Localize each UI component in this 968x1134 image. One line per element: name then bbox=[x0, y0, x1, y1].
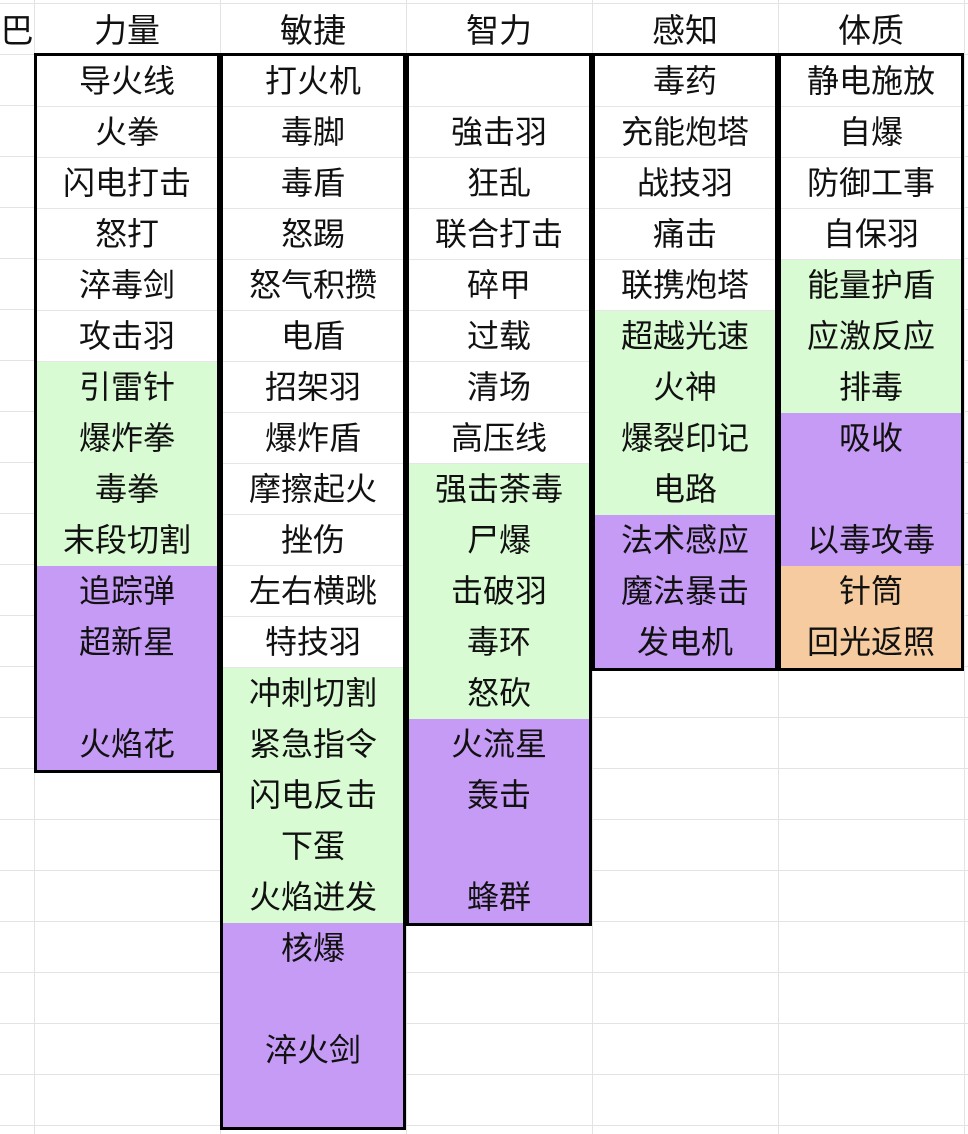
skill-cell[interactable]: 强击荼毒 bbox=[409, 464, 589, 515]
skill-cell[interactable]: 超新星 bbox=[37, 617, 217, 668]
skill-cell[interactable]: 爆炸盾 bbox=[223, 413, 403, 464]
column-block: 静电施放自爆防御工事自保羽能量护盾应激反应排毒吸收以毒攻毒针筒回光返照 bbox=[778, 53, 964, 671]
column-header[interactable]: 智力 bbox=[466, 11, 532, 50]
skill-cell[interactable]: 火流星 bbox=[409, 719, 589, 770]
skill-cell[interactable]: 下蛋 bbox=[223, 821, 403, 872]
skill-cell[interactable]: 追踪弹 bbox=[37, 566, 217, 617]
skill-cell[interactable]: 淬毒剑 bbox=[37, 260, 217, 311]
partial-header-cell[interactable]: 巴 bbox=[0, 11, 34, 50]
skill-cell[interactable]: 高压线 bbox=[409, 413, 589, 464]
skill-cell[interactable]: 排毒 bbox=[781, 362, 961, 413]
skill-cell[interactable]: 应激反应 bbox=[781, 311, 961, 362]
skill-cell[interactable]: 攻击羽 bbox=[37, 311, 217, 362]
skill-cell[interactable]: 左右横跳 bbox=[223, 566, 403, 617]
skill-cell[interactable]: 毒拳 bbox=[37, 464, 217, 515]
skill-cell[interactable]: 碎甲 bbox=[409, 260, 589, 311]
skill-cell[interactable]: 自爆 bbox=[781, 107, 961, 158]
skill-cell[interactable]: 闪电打击 bbox=[37, 158, 217, 209]
skill-cell[interactable]: 怒踢 bbox=[223, 209, 403, 260]
skill-cell[interactable] bbox=[223, 1076, 403, 1127]
skill-cell[interactable]: 核爆 bbox=[223, 923, 403, 974]
skill-cell[interactable]: 针筒 bbox=[781, 566, 961, 617]
skill-cell[interactable]: 特技羽 bbox=[223, 617, 403, 668]
skill-cell[interactable] bbox=[781, 464, 961, 515]
skill-cell[interactable]: 毒盾 bbox=[223, 158, 403, 209]
skill-cell[interactable]: 強击羽 bbox=[409, 107, 589, 158]
skill-cell[interactable]: 超越光速 bbox=[595, 311, 775, 362]
skill-cell[interactable]: 电盾 bbox=[223, 311, 403, 362]
skill-cell[interactable]: 火焰花 bbox=[37, 719, 217, 770]
skill-cell[interactable]: 发电机 bbox=[595, 617, 775, 668]
skill-cell[interactable]: 电路 bbox=[595, 464, 775, 515]
column-block: 強击羽狂乱联合打击碎甲过载清场高压线强击荼毒尸爆击破羽毒环怒砍火流星轰击蜂群 bbox=[406, 53, 592, 926]
skill-cell[interactable]: 狂乱 bbox=[409, 158, 589, 209]
skill-cell[interactable]: 毒环 bbox=[409, 617, 589, 668]
skill-cell[interactable]: 轰击 bbox=[409, 770, 589, 821]
skill-cell[interactable]: 法术感应 bbox=[595, 515, 775, 566]
skill-cell[interactable] bbox=[409, 56, 589, 107]
skill-cell[interactable]: 回光返照 bbox=[781, 617, 961, 668]
skill-cell[interactable]: 联携炮塔 bbox=[595, 260, 775, 311]
skill-cell[interactable]: 静电施放 bbox=[781, 56, 961, 107]
column-block: 打火机毒脚毒盾怒踢怒气积攒电盾招架羽爆炸盾摩擦起火挫伤左右横跳特技羽冲刺切割紧急… bbox=[220, 53, 406, 1130]
skill-cell[interactable]: 联合打击 bbox=[409, 209, 589, 260]
skill-cell[interactable]: 怒气积攒 bbox=[223, 260, 403, 311]
skill-cell[interactable]: 火焰迸发 bbox=[223, 872, 403, 923]
skill-cell[interactable]: 冲刺切割 bbox=[223, 668, 403, 719]
skill-cell[interactable]: 战技羽 bbox=[595, 158, 775, 209]
column-block: 毒药充能炮塔战技羽痛击联携炮塔超越光速火神爆裂印记电路法术感应魔法暴击发电机 bbox=[592, 53, 778, 671]
skill-cell[interactable]: 末段切割 bbox=[37, 515, 217, 566]
skill-cell[interactable]: 招架羽 bbox=[223, 362, 403, 413]
column-block: 导火线火拳闪电打击怒打淬毒剑攻击羽引雷针爆炸拳毒拳末段切割追踪弹超新星火焰花 bbox=[34, 53, 220, 773]
skill-cell[interactable]: 毒药 bbox=[595, 56, 775, 107]
skill-cell[interactable]: 火神 bbox=[595, 362, 775, 413]
skill-cell[interactable]: 导火线 bbox=[37, 56, 217, 107]
skill-cell[interactable]: 痛击 bbox=[595, 209, 775, 260]
skill-cell[interactable]: 充能炮塔 bbox=[595, 107, 775, 158]
skill-cell[interactable]: 怒砍 bbox=[409, 668, 589, 719]
skill-cell[interactable]: 淬火剑 bbox=[223, 1025, 403, 1076]
skill-cell[interactable]: 爆炸拳 bbox=[37, 413, 217, 464]
column-header[interactable]: 感知 bbox=[652, 11, 718, 50]
skill-cell[interactable]: 自保羽 bbox=[781, 209, 961, 260]
skill-cell[interactable]: 吸收 bbox=[781, 413, 961, 464]
column-header[interactable]: 力量 bbox=[94, 11, 160, 50]
skill-cell[interactable]: 火拳 bbox=[37, 107, 217, 158]
skill-cell[interactable]: 击破羽 bbox=[409, 566, 589, 617]
skill-cell[interactable]: 能量护盾 bbox=[781, 260, 961, 311]
skill-cell[interactable]: 防御工事 bbox=[781, 158, 961, 209]
column-header[interactable]: 敏捷 bbox=[280, 11, 346, 50]
skill-cell[interactable]: 毒脚 bbox=[223, 107, 403, 158]
skill-cell[interactable]: 挫伤 bbox=[223, 515, 403, 566]
skill-cell[interactable] bbox=[409, 821, 589, 872]
skill-cell[interactable]: 魔法暴击 bbox=[595, 566, 775, 617]
skill-cell[interactable]: 引雷针 bbox=[37, 362, 217, 413]
skill-cell[interactable]: 爆裂印记 bbox=[595, 413, 775, 464]
column-header[interactable]: 体质 bbox=[838, 11, 904, 50]
skill-cell[interactable]: 紧急指令 bbox=[223, 719, 403, 770]
skill-cell[interactable]: 以毒攻毒 bbox=[781, 515, 961, 566]
skill-cell[interactable]: 清场 bbox=[409, 362, 589, 413]
skill-cell[interactable]: 闪电反击 bbox=[223, 770, 403, 821]
skill-cell[interactable]: 怒打 bbox=[37, 209, 217, 260]
skill-cell[interactable]: 摩擦起火 bbox=[223, 464, 403, 515]
skill-cell[interactable]: 尸爆 bbox=[409, 515, 589, 566]
skill-cell[interactable]: 蜂群 bbox=[409, 872, 589, 923]
skill-cell[interactable] bbox=[37, 668, 217, 719]
skill-cell[interactable]: 打火机 bbox=[223, 56, 403, 107]
skill-cell[interactable] bbox=[223, 974, 403, 1025]
skill-cell[interactable]: 过载 bbox=[409, 311, 589, 362]
